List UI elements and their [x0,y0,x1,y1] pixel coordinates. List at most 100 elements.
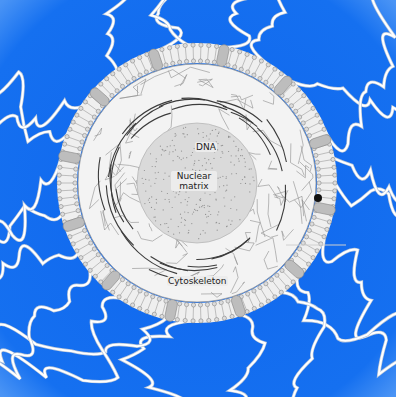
matrix-fibre [231,95,253,100]
dna-dot [178,194,179,195]
lipid-head [259,303,263,307]
lipid-tail [79,244,89,250]
lipid-tail [321,175,333,177]
chromatin-fibre [121,231,177,274]
matrix-fibre [298,130,303,164]
lipid-head [322,235,326,239]
nuclear-pore [313,202,337,216]
dna-dot [183,128,184,129]
dna-dot [173,234,174,235]
nuclear-pore [216,44,230,68]
lipid-tail [63,204,75,206]
lipid-head [75,202,79,206]
dna-dot [244,158,245,159]
lipid-head [264,80,268,84]
lipid-head [99,82,103,86]
dna-dot [167,146,168,147]
dna-dot [245,162,246,163]
dna-dot [169,153,170,154]
dna-dot [209,138,210,139]
lipid-head [74,167,78,171]
matrix-fibre [149,223,152,231]
lipid-head [252,55,256,59]
lipid-head [138,306,142,310]
lipid-head [207,43,211,47]
dna-dot [176,192,177,193]
lipid-head [184,59,188,63]
lipid-head [304,127,308,131]
lipid-head [60,212,64,216]
dna-dot [245,166,246,167]
lipid-head [222,316,226,320]
lipid-tail [79,116,89,122]
matrix-fibre [168,106,172,131]
chromatin-band [98,98,286,280]
lipid-head [184,302,188,306]
lipid-tail [200,307,201,319]
lipid-head [65,135,69,139]
lipid-head [145,52,149,56]
dna-dot [181,217,182,218]
matrix-fibre [94,128,102,141]
dna-dot [149,179,150,180]
lipid-head [85,127,89,131]
dna-dot [151,196,152,197]
lipid-tail [321,183,333,184]
fibre-outline [297,278,396,357]
lipid-tail [208,47,209,59]
lipid-head [71,242,75,246]
lipid-tail [255,63,261,74]
lipid-head [117,67,121,71]
dna-dot [145,179,146,180]
lipid-tail [301,250,311,256]
dna-dot [251,168,252,169]
nucleoplasm [78,64,316,302]
dna-dot [212,130,213,131]
dna-dot [228,151,229,152]
dna-dot [226,178,227,179]
lipid-tail [193,47,194,59]
dna-dot [194,209,195,210]
lipid-head [230,47,234,51]
dna-dot [193,164,194,165]
dna-dot [184,211,185,212]
lipid-head [132,76,136,80]
lipid-bilayer [57,43,337,323]
lipid-tail [162,303,165,315]
lipid-head [178,302,182,306]
lipid-head [138,55,142,59]
dna-dot [231,220,232,221]
dna-dot [175,133,176,134]
lipid-head [273,295,277,299]
fibre-outline [156,0,317,50]
dna-dot [185,167,186,168]
lipid-head [311,106,315,110]
dna-dot [160,224,161,225]
dna-dot [234,196,235,197]
dna-dot [169,176,170,177]
lipid-head [325,227,329,231]
lipid-head [75,249,79,253]
lipid-tail [297,103,307,110]
lipid-head [331,157,335,161]
dna-dot [252,177,253,178]
dna-dot [205,214,206,215]
dna-dot [210,214,211,215]
lipid-head [327,220,331,224]
membrane-band [67,53,327,313]
lipid-tail [319,160,331,162]
part-label: Cytoskeleton [167,276,228,286]
matrix-fibre [257,199,265,237]
lipid-tail [267,71,274,81]
lipid-head [68,127,72,131]
dna-dot [169,201,170,202]
lipid-head [164,63,168,67]
lipid-head [175,317,179,321]
lipid-head [212,302,216,306]
lipid-head [329,150,333,154]
matrix-fibre [293,181,302,224]
lipid-head [198,59,202,63]
lipid-head [258,76,262,80]
dna-dot [231,173,232,174]
lipid-head [238,50,242,54]
